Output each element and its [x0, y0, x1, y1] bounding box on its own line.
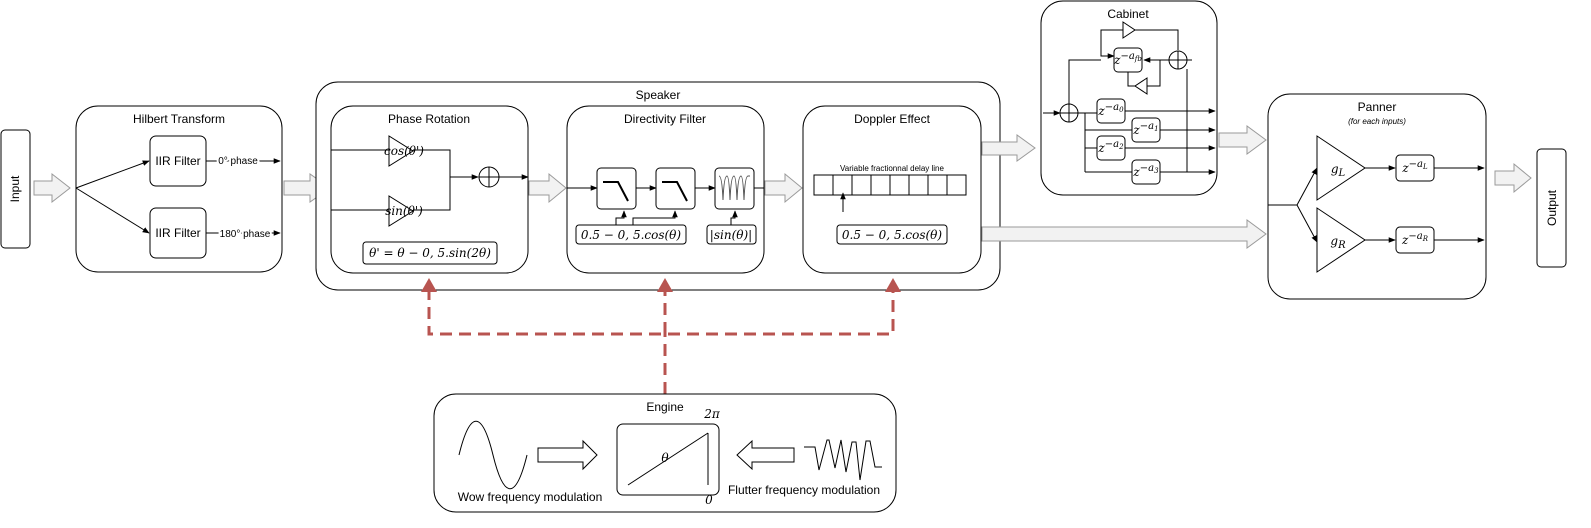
- phase-bottom-label: 180° phase: [220, 229, 271, 240]
- tap-delay-0-label: z−a0: [1097, 102, 1124, 118]
- sum-node-phase: [478, 166, 500, 188]
- output-block: Output: [1536, 148, 1567, 268]
- cos-gain-label: cos(θ'): [384, 144, 424, 158]
- tap-delay-1-label: z−a1: [1132, 121, 1158, 137]
- delay-left-label: z−aL: [1401, 159, 1428, 175]
- directivity-formula-left-box: [575, 224, 687, 245]
- delay-line-cells: [813, 174, 967, 196]
- iir-filter-bottom-label: IIR Filter: [155, 226, 200, 240]
- gain-left-triangle: [1316, 135, 1366, 201]
- delay-right-label: z−aR: [1401, 231, 1429, 247]
- doppler-formula: 0.5 − 0, 5.cos(θ): [842, 228, 942, 242]
- feedback-delay-label: z−afb: [1113, 51, 1142, 67]
- hilbert-transform-block: Hilbert Transform IIR Filter IIR Filter …: [75, 105, 283, 273]
- theta-prime-formula: θ' = θ − 0, 5.sin(2θ): [369, 246, 491, 260]
- delay-line-label: Variable fractionnal delay line: [840, 164, 944, 173]
- engine-block: Engine Wow frequency modulation θ 2π 0 F…: [433, 393, 897, 513]
- cabinet-sum-feedback: [1168, 50, 1188, 70]
- flow-arrow-speaker-panner: [981, 219, 1267, 249]
- output-label: Output: [1545, 189, 1559, 226]
- engine-theta: θ: [661, 451, 669, 465]
- gain-right-triangle: [1316, 207, 1366, 273]
- flutter-wave: [804, 439, 882, 481]
- cabinet-block: Cabinet z−afb z−a0: [1040, 0, 1218, 196]
- sin-gain-triangle: [388, 195, 414, 227]
- modulation-arrowhead-doppler: [885, 278, 901, 292]
- directivity-formula-right: |sin(θ)|: [710, 228, 752, 242]
- flow-arrow-speaker-cabinet: [981, 134, 1036, 162]
- iir-filter-top-label: IIR Filter: [155, 154, 200, 168]
- doppler-effect-block: Doppler Effect Variable fractionnal dela…: [802, 105, 982, 274]
- panner-block: Panner (for each inputs) gL gR z−aL z−aR: [1267, 93, 1487, 300]
- engine-title: Engine: [646, 400, 684, 414]
- tap-delay-3-label: z−a3: [1132, 163, 1159, 179]
- cabinet-sum-input: [1059, 103, 1079, 123]
- doppler-formula-box: [836, 224, 948, 245]
- panner-title: Panner: [1358, 100, 1397, 114]
- speaker-title: Speaker: [636, 88, 681, 102]
- panner-subtitle: (for each inputs): [1348, 117, 1406, 126]
- modulation-arrowhead-phase: [421, 278, 437, 292]
- flutter-label: Flutter frequency modulation: [728, 483, 880, 497]
- wow-label: Wow frequency modulation: [458, 490, 603, 504]
- tap-delay-2-label: z−a2: [1097, 139, 1124, 155]
- hilbert-title: Hilbert Transform: [133, 112, 225, 126]
- flow-arrow-directivity-doppler: [764, 172, 803, 204]
- modulation-arrowhead-directivity: [657, 278, 673, 292]
- directivity-formula-left: 0.5 − 0, 5.cos(θ): [581, 228, 681, 242]
- lowpass-filter-1: [596, 167, 637, 210]
- flutter-to-phase-arrow: [736, 439, 795, 471]
- engine-min-label: 0: [705, 493, 713, 507]
- wow-to-phase-arrow: [537, 439, 598, 471]
- comb-filter: [714, 167, 755, 210]
- cos-gain-triangle: [388, 135, 414, 167]
- flow-arrow-input: [33, 172, 71, 204]
- gain-left-label: gL: [1331, 162, 1346, 179]
- modulation-paths: [421, 278, 901, 394]
- cabinet-title: Cabinet: [1107, 7, 1149, 21]
- input-block: Input: [0, 129, 31, 249]
- directivity-filter-block: Directivity Filter 0.5 − 0, 5.cos(θ) |si…: [566, 105, 765, 274]
- gain-right-label: gR: [1330, 234, 1346, 251]
- flow-arrow-panner-output: [1494, 162, 1532, 194]
- wow-sine-wave: [458, 421, 528, 489]
- engine-max-label: 2π: [703, 407, 721, 421]
- phase-rotation-block: Phase Rotation cos(θ') sin(θ') θ' = θ − …: [330, 105, 529, 274]
- lowpass-filter-2: [655, 167, 696, 210]
- flow-arrow-cabinet-panner: [1218, 125, 1267, 155]
- doppler-title: Doppler Effect: [854, 112, 930, 126]
- phase-top-label: 0° phase: [218, 156, 258, 167]
- input-label: Input: [8, 175, 22, 202]
- flow-arrow-phase-directivity: [528, 172, 567, 204]
- sin-gain-label: sin(θ'): [385, 204, 423, 218]
- phase-rotation-title: Phase Rotation: [388, 112, 470, 126]
- theta-prime-formula-box: [362, 241, 498, 265]
- directivity-title: Directivity Filter: [624, 112, 706, 126]
- speaker-block: Speaker Phase Rotation cos(θ') sin(θ') θ…: [315, 81, 1001, 291]
